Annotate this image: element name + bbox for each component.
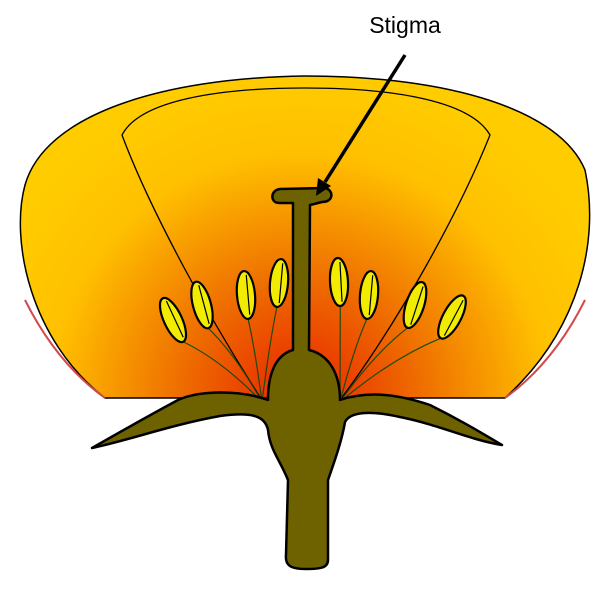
anther-line	[245, 274, 251, 315]
filament	[182, 341, 263, 403]
anther-line	[443, 299, 464, 336]
filament	[261, 306, 278, 403]
anther	[437, 294, 467, 340]
stigma-label: Stigma	[369, 12, 441, 38]
anther-line	[368, 275, 374, 316]
anther	[158, 296, 188, 344]
anther-line	[410, 286, 424, 325]
anther	[358, 269, 380, 321]
anther	[268, 257, 290, 309]
filament	[247, 318, 263, 403]
filament	[339, 337, 441, 403]
anther-line	[165, 300, 184, 338]
petal-edge-left	[24, 299, 106, 399]
petal-edge-right	[504, 299, 586, 399]
anther-line	[278, 263, 284, 304]
arrow-head-icon	[316, 178, 331, 196]
anther-line	[339, 261, 343, 302]
filament	[339, 318, 368, 403]
filament	[339, 327, 408, 403]
filament	[207, 327, 263, 403]
receptacle	[90, 186, 504, 571]
anther	[328, 256, 350, 308]
anther	[235, 269, 257, 321]
inner-petal-outline	[121, 87, 491, 401]
stamens	[158, 256, 467, 403]
stigma-arrow	[323, 54, 407, 183]
anther-line	[198, 285, 210, 324]
